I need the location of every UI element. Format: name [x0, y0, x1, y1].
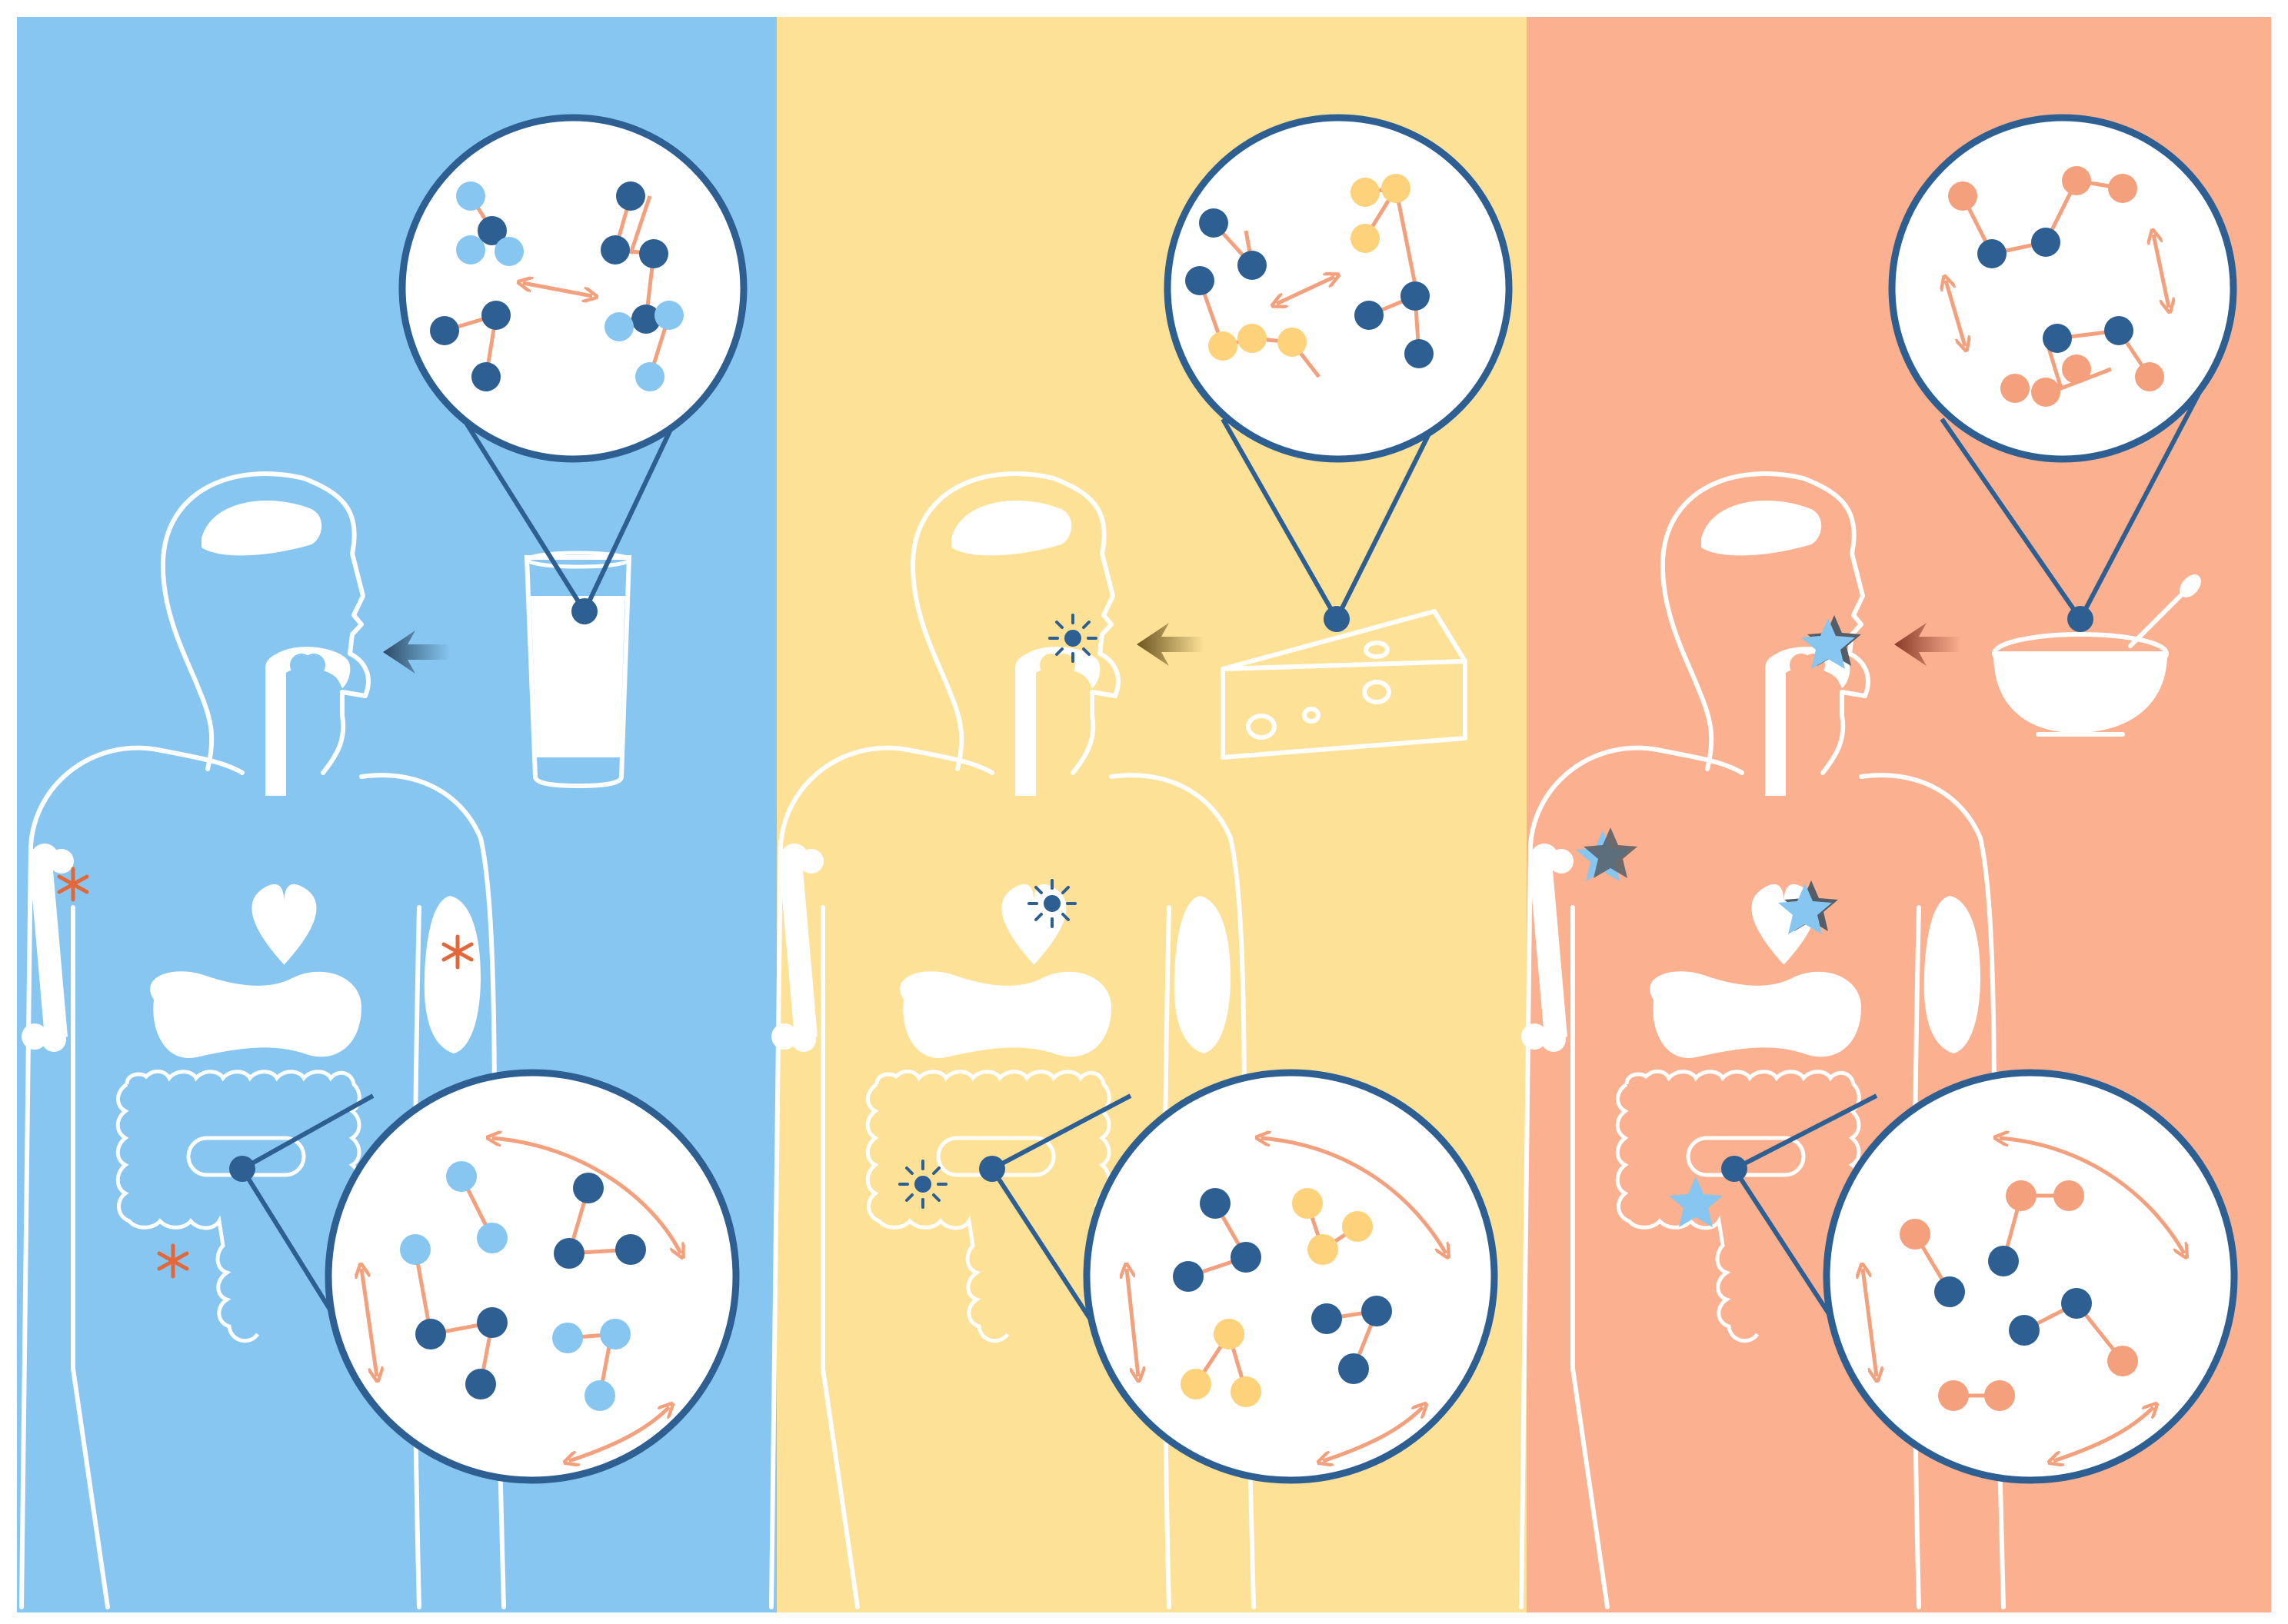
- human-body-outline: [19, 471, 506, 1609]
- arm-muscle: [1174, 896, 1231, 1053]
- esophagus-shape: [1015, 647, 1101, 796]
- asterisk-icon: [157, 1243, 189, 1279]
- asterisk-icon: [57, 867, 89, 902]
- brain-shape: [1701, 500, 1822, 556]
- arm-bone: [771, 844, 824, 1052]
- stomach-shape: [900, 971, 1111, 1058]
- star-icon: [1669, 1176, 1723, 1227]
- star-icon: [1778, 880, 1838, 934]
- starburst-icon: [1048, 614, 1097, 663]
- brain-shape: [951, 500, 1072, 556]
- stomach-shape: [1650, 971, 1861, 1058]
- brain-shape: [201, 500, 322, 556]
- starburst-icon: [898, 1160, 948, 1209]
- asterisk-icon: [441, 934, 474, 970]
- gut-molecule-nodes: [1900, 1180, 2138, 1411]
- starburst-icon: [1027, 879, 1077, 928]
- gut-molecule-nodes: [1173, 1188, 1392, 1407]
- esophagus-shape: [265, 647, 351, 796]
- arm-muscle: [424, 896, 481, 1053]
- intestine-shape: [865, 1070, 1111, 1343]
- intake-arrow-icon: [1894, 623, 1961, 666]
- stomach-shape: [150, 971, 362, 1058]
- gut-molecules: [361, 1138, 681, 1461]
- human-body-outline: [769, 471, 1256, 1609]
- intake-arrow-icon: [1137, 623, 1204, 666]
- gut-molecule-nodes: [400, 1161, 646, 1411]
- human-body-outline: [1519, 471, 2006, 1609]
- star-icon: [1801, 615, 1861, 669]
- molecule-nodes: [1185, 174, 1434, 368]
- molecule-nodes: [430, 181, 684, 391]
- heart-shape: [251, 884, 317, 965]
- arm-muscle: [1923, 896, 1980, 1053]
- glass-of-milk-icon: [524, 551, 632, 789]
- arm-bone: [1521, 844, 1574, 1052]
- star-icon: [1576, 827, 1637, 881]
- intestine-shape: [1615, 1070, 1861, 1343]
- intake-arrow-icon: [383, 631, 450, 674]
- panel-porridge: [1519, 17, 2271, 1612]
- panel-cheese: [769, 17, 1527, 1612]
- arm-bone: [22, 844, 74, 1052]
- molecule-nodes: [1948, 166, 2164, 407]
- panel-milk: [17, 17, 777, 1612]
- bowl-with-spoon-icon: [1992, 574, 2201, 737]
- gut-molecules: [1863, 1138, 2184, 1461]
- cheese-wedge-icon: [1221, 609, 1467, 760]
